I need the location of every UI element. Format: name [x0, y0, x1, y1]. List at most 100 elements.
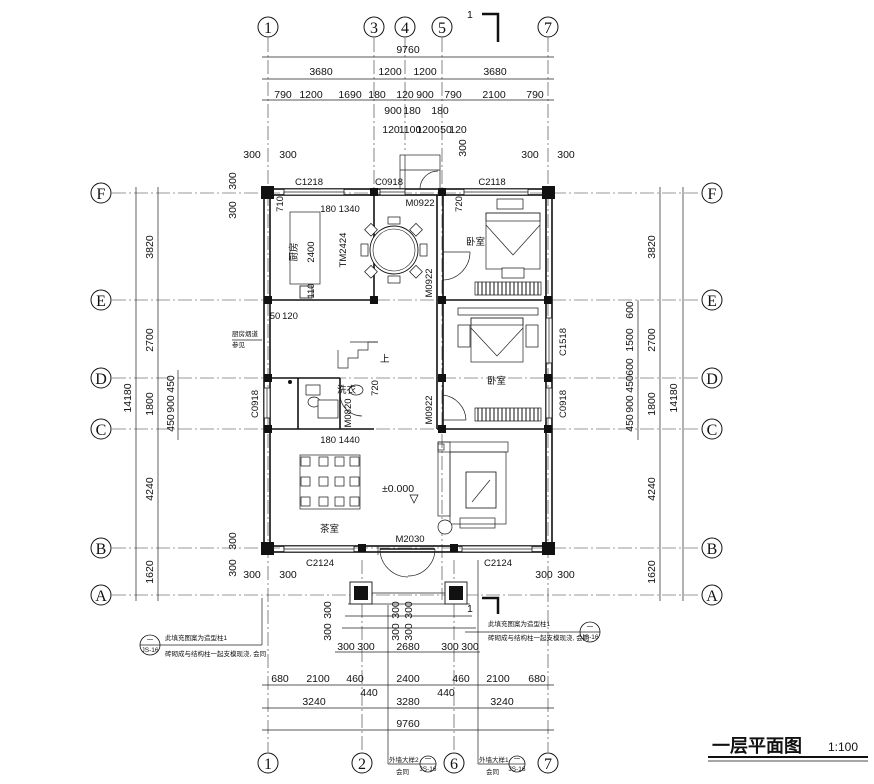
svg-text:3680: 3680: [309, 66, 333, 78]
dining-table: [360, 216, 428, 284]
svg-text:2: 2: [358, 756, 366, 773]
svg-text:900: 900: [384, 105, 402, 117]
svg-text:±0.000: ±0.000: [382, 483, 414, 495]
svg-text:2700: 2700: [646, 328, 658, 352]
svg-text:790: 790: [444, 89, 462, 101]
top-dimensions: 9760 3680 1200 1200 3680 790 1200 1690 1…: [243, 44, 575, 161]
svg-text:300: 300: [227, 172, 239, 190]
svg-text:1200: 1200: [378, 66, 402, 78]
svg-text:2100: 2100: [486, 673, 510, 685]
svg-text:D: D: [706, 371, 718, 388]
svg-text:300: 300: [521, 149, 539, 161]
svg-text:720: 720: [454, 196, 465, 212]
svg-text:1800: 1800: [646, 392, 658, 416]
svg-text:790: 790: [274, 89, 292, 101]
svg-text:2400: 2400: [396, 673, 420, 685]
svg-text:4240: 4240: [646, 477, 658, 501]
right-dimensions: 14180 3820 2700 1800 4240 1620 600 1500 …: [624, 187, 684, 601]
svg-text:C2118: C2118: [478, 177, 505, 188]
svg-text:300: 300: [403, 623, 415, 641]
svg-text:砖砌成与结构柱一起支模现浇, 会同: 砖砌成与结构柱一起支模现浇, 会同: [165, 649, 266, 658]
axis-bubble-bottom-1: 1: [257, 752, 279, 774]
svg-text:710: 710: [275, 196, 286, 212]
axis-bubble-left-F: F: [90, 182, 112, 204]
svg-text:一层平面图: 一层平面图: [712, 736, 802, 756]
svg-text:A: A: [706, 588, 718, 605]
axis-bubble-left-E: E: [90, 289, 112, 311]
window-c2118: C2118: [463, 177, 529, 196]
laundry: 洗衣 720: [288, 380, 381, 419]
window-c0918-left: C0918: [250, 387, 271, 419]
axis-bubble-top-7: 7: [537, 16, 559, 38]
svg-text:4: 4: [401, 20, 409, 37]
bedroom-1: 卧室 720: [454, 196, 542, 296]
svg-text:300: 300: [390, 623, 402, 641]
window-c0918-right: C0918: [545, 387, 569, 419]
svg-text:300: 300: [357, 641, 375, 653]
svg-text:B: B: [707, 541, 718, 558]
axis-bubble-right-C: C: [701, 418, 723, 440]
svg-text:E: E: [707, 293, 717, 310]
svg-text:茶室: 茶室: [320, 523, 339, 535]
svg-text:300: 300: [227, 559, 239, 577]
axis-bubble-right-A: A: [701, 584, 723, 606]
svg-text:9760: 9760: [396, 718, 420, 730]
svg-text:E: E: [96, 293, 106, 310]
svg-text:3820: 3820: [646, 235, 658, 259]
axis-bubble-left-D: D: [90, 367, 112, 389]
front-porch: 1: [342, 581, 500, 629]
svg-text:300: 300: [322, 601, 334, 619]
axis-bubble-bottom-2: 2: [351, 752, 373, 774]
door-m0922-top: M0922: [405, 198, 434, 209]
svg-text:JS-16: JS-16: [142, 647, 159, 654]
svg-text:1690: 1690: [338, 89, 362, 101]
svg-text:180: 180: [403, 105, 421, 117]
svg-text:D: D: [95, 371, 107, 388]
svg-text:680: 680: [528, 673, 546, 685]
svg-text:C: C: [707, 422, 718, 439]
svg-text:1800: 1800: [144, 392, 156, 416]
svg-text:120: 120: [382, 124, 400, 136]
svg-text:680: 680: [271, 673, 289, 685]
svg-text:外墙大样1: 外墙大样1: [479, 755, 509, 764]
door-m0922-bed1: M0922: [424, 251, 471, 298]
svg-text:7: 7: [544, 756, 552, 773]
svg-text:180: 180: [368, 89, 386, 101]
axis-bubble-right-F: F: [701, 182, 723, 204]
bottom-notes: 外墙大样2 会同 一 JS-16 外墙大样1 会同 一 JS-16: [387, 560, 526, 776]
svg-text:一: 一: [147, 637, 154, 644]
svg-text:一: 一: [514, 756, 521, 763]
window-c1218: C1218: [283, 177, 345, 196]
axis-bubbles-right: F E D C B A: [701, 182, 723, 606]
svg-text:1:100: 1:100: [828, 740, 858, 754]
svg-text:1620: 1620: [144, 560, 156, 584]
bedroom-2: 卧室: [457, 307, 542, 422]
svg-text:440: 440: [360, 687, 378, 699]
svg-text:一: 一: [587, 624, 594, 631]
svg-text:300: 300: [227, 201, 239, 219]
svg-text:3280: 3280: [396, 696, 420, 708]
axis-bubble-top-5: 5: [431, 16, 453, 38]
svg-text:3820: 3820: [144, 235, 156, 259]
doors: M0922 M0922 M0922 M0820 M2030 TM2424: [338, 198, 471, 578]
svg-text:C1518: C1518: [558, 328, 569, 356]
window-c2124-right: C2124: [461, 545, 533, 569]
svg-text:C0918: C0918: [375, 177, 403, 188]
svg-text:C2124: C2124: [484, 558, 512, 569]
svg-text:300: 300: [227, 532, 239, 550]
door-tm2424: TM2424: [338, 233, 349, 268]
svg-text:2100: 2100: [306, 673, 330, 685]
svg-text:9760: 9760: [396, 44, 420, 56]
svg-text:厨房烟道: 厨房烟道: [232, 329, 259, 338]
svg-text:460: 460: [452, 673, 470, 685]
svg-text:600: 600: [624, 358, 636, 376]
svg-text:14180: 14180: [668, 383, 680, 412]
window-c1518: C1518: [545, 317, 569, 364]
svg-text:1100: 1100: [399, 124, 422, 136]
svg-text:JS-16: JS-16: [420, 766, 437, 773]
svg-text:C0918: C0918: [250, 390, 261, 418]
svg-text:600: 600: [624, 301, 636, 319]
svg-text:外墙大样2: 外墙大样2: [389, 755, 419, 764]
svg-text:110: 110: [306, 283, 317, 298]
